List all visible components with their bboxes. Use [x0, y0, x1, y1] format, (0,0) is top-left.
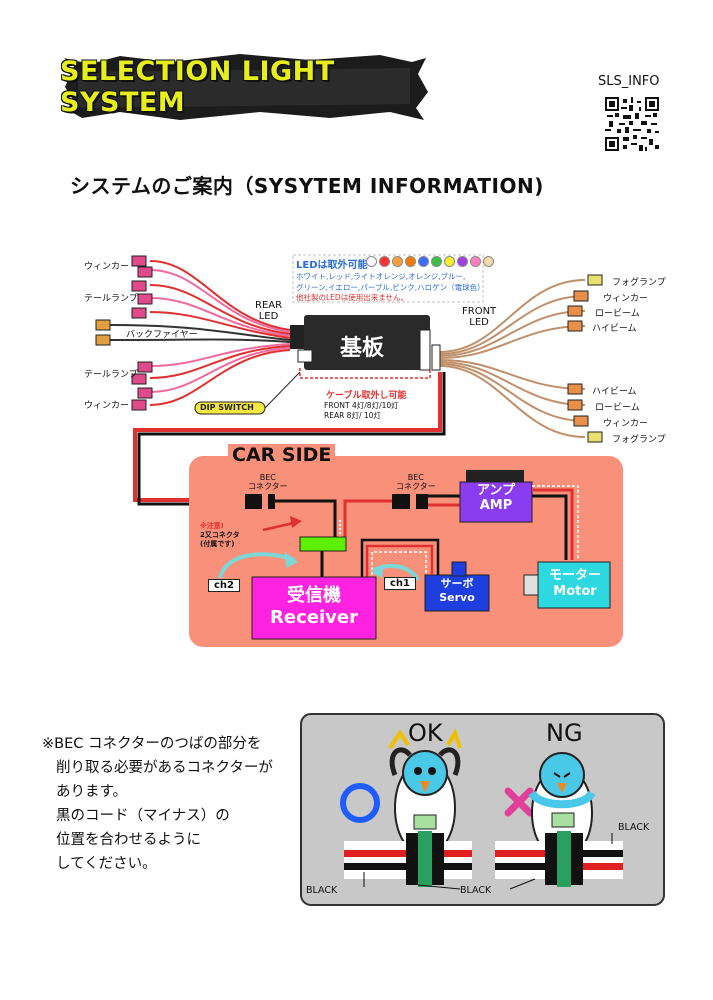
rear-label-backfire: バックファイヤー — [126, 330, 198, 340]
front-label-high-1: ハイビーム — [592, 324, 637, 334]
car-side-title: CAR SIDE — [228, 444, 336, 466]
ch2-label: ch2 — [208, 579, 241, 592]
wiring-diagram — [95, 254, 623, 647]
rear-label-winker-2: ウィンカー — [84, 401, 130, 411]
led-color-dot — [405, 256, 416, 267]
note-line: してください。 — [56, 856, 157, 872]
led-color-dot — [457, 256, 468, 267]
rear-label-winker-1: ウィンカー — [84, 262, 130, 272]
led-color-dot — [392, 256, 403, 267]
led-color-dots — [366, 256, 496, 270]
logo-text: SELECTION LIGHT SYSTEM — [60, 56, 335, 118]
ok-connector-icon — [344, 831, 472, 887]
black-label-2: BLACK — [460, 885, 492, 896]
ng-connector-icon — [495, 831, 623, 887]
led-color-dot — [366, 256, 377, 267]
front-label-winker-2: ウィンカー — [603, 419, 649, 429]
cable-info-rear: REAR 8灯/ 10灯 — [324, 411, 381, 420]
warning-note: ※注意!2又コネクタ(付属です) — [200, 522, 240, 548]
front-label-fog-2: フォグランプ — [612, 435, 666, 445]
ok-ng-panel: OK NG BLACK BLACK BLACK — [300, 713, 665, 906]
logo: SELECTION LIGHT SYSTEM — [60, 52, 430, 122]
ok-circle-icon — [340, 783, 380, 823]
led-info-title: LEDは取外可能 — [296, 260, 368, 271]
led-color-dot — [483, 256, 494, 267]
ok-ng-illustration — [300, 713, 665, 906]
dip-switch-label: DIP SWITCH — [200, 403, 254, 412]
note-line: 位置を合わせるように — [56, 832, 201, 848]
led-info-line3: 他社製のLEDは使用出来ません。 — [296, 293, 408, 302]
rear-label-tail-1: テールランプ — [84, 294, 138, 304]
ch1-label: ch1 — [384, 577, 417, 590]
black-label-1: BLACK — [306, 885, 338, 896]
led-color-dot — [470, 256, 481, 267]
cable-info-title: ケーブル取外し可能 — [326, 391, 407, 401]
black-label-3: BLACK — [618, 822, 650, 833]
led-color-dot — [444, 256, 455, 267]
bec-note: ※BEC コネクターのつばの部分を 削り取る必要があるコネクターが あります。 … — [42, 732, 273, 876]
info-label: SLS_INFO — [598, 74, 660, 89]
ng-cross-icon — [504, 787, 534, 817]
rear-label-tail-2: テールランプ — [84, 370, 138, 380]
note-line: 削り取る必要があるコネクターが — [56, 760, 273, 776]
ok-label: OK — [408, 719, 443, 747]
front-label-low-1: ロービーム — [595, 309, 640, 319]
led-color-dot — [379, 256, 390, 267]
qr-code[interactable] — [605, 97, 659, 151]
note-line: あります。 — [56, 784, 128, 800]
led-info-line2: グリーン,イエロー,パープル,ピンク,ハロゲン（電球色） — [296, 283, 485, 292]
led-info-line1: ホワイト,レッド,ライトオレンジ,オレンジ,ブルー, — [296, 272, 466, 281]
front-label-fog-1: フォグランプ — [612, 278, 666, 288]
board-label: 基板 — [340, 336, 385, 361]
page-title: システムのご案内（SYSYTEM INFORMATION) — [70, 174, 544, 198]
ok-penguin-icon — [388, 728, 462, 857]
note-line: 黒のコード（マイナス）の — [56, 808, 230, 824]
note-line: ※BEC コネクターのつばの部分を — [42, 736, 262, 752]
led-color-dot — [431, 256, 442, 267]
ng-label: NG — [546, 719, 583, 747]
front-label-low-2: ロービーム — [595, 403, 640, 413]
logo-badge — [64, 54, 428, 120]
front-label-high-2: ハイビーム — [592, 387, 637, 397]
cable-info-front: FRONT 4灯/8灯/10灯 — [324, 401, 399, 410]
front-label-winker-1: ウィンカー — [603, 294, 649, 304]
led-color-dot — [418, 256, 429, 267]
